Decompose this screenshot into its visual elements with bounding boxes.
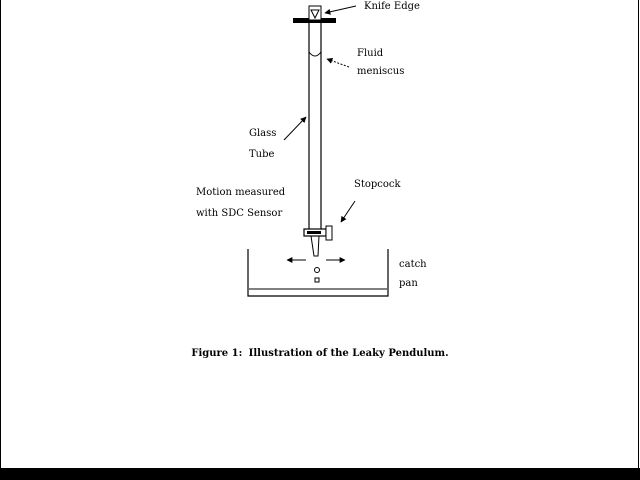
fluid-drop-lower: [314, 277, 320, 283]
stopcock-label: Stopcock: [354, 179, 401, 190]
stopcock-handle: [325, 225, 333, 241]
knife-edge-pointer-arrow: [324, 5, 357, 15]
catch-pan-label-line2: pan: [399, 278, 418, 289]
motion-label-line1: Motion measured: [196, 187, 286, 198]
figure-caption-text: Illustration of the Leaky Pendulum.: [248, 348, 449, 359]
fluid-meniscus: [308, 51, 322, 57]
catch-pan-label-line1: catch: [399, 259, 427, 270]
page-right-border: [638, 0, 639, 468]
figure-caption-label: Figure 1:: [191, 348, 243, 359]
bottom-black-bar: [0, 468, 640, 480]
page-left-border: [0, 0, 1, 468]
stopcock-valve: [307, 231, 321, 234]
fluid-meniscus-label-line1: Fluid: [357, 48, 384, 59]
figure-caption: Figure 1: Illustration of the Leaky Pend…: [0, 348, 640, 359]
glass-tube-label-line1: Glass: [249, 128, 277, 139]
glass-tube-label-line2: Tube: [249, 149, 275, 160]
meniscus-pointer-arrow: [326, 58, 350, 68]
stopcock-pointer-arrow: [340, 200, 356, 223]
fluid-meniscus-label-line2: meniscus: [357, 66, 405, 77]
tube-nozzle: [310, 235, 320, 257]
motion-label-line2: with SDC Sensor: [196, 208, 283, 219]
knife-edge-label: Knife Edge: [364, 1, 420, 12]
glass-tube-pointer-arrow: [283, 116, 307, 141]
knife-edge-triangle: [310, 9, 320, 20]
catch-pan: [247, 249, 389, 297]
fluid-drop-upper: [314, 267, 320, 273]
